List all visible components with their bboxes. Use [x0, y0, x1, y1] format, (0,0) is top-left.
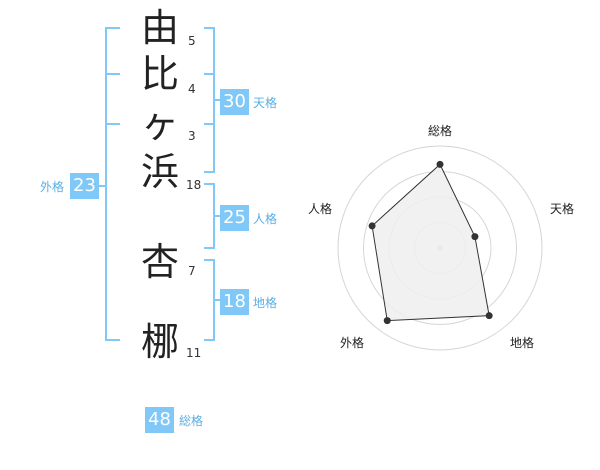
- stroke-count-1: 5: [188, 34, 196, 48]
- name-char-5: 杏: [140, 240, 179, 284]
- jinkaku-value: 25: [220, 205, 249, 231]
- gaikaku-bracket: [105, 27, 120, 341]
- radar-label-soukaku: 総格: [428, 124, 453, 138]
- radar-point-0: [436, 160, 444, 168]
- radar-point-2: [485, 312, 493, 320]
- stroke-count-3: 3: [188, 129, 196, 143]
- name-char-2: 比: [140, 52, 179, 96]
- stroke-count-2: 4: [188, 82, 196, 96]
- name-char-1: 由: [140, 6, 179, 50]
- name-char-4: 浜: [140, 150, 179, 194]
- radar-label-gaikaku: 外格: [340, 336, 365, 350]
- gaikaku-value: 23: [70, 173, 99, 199]
- radar-label-chikaku: 地格: [510, 336, 535, 350]
- radar-point-3: [383, 317, 391, 325]
- fortune-radar-chart: [337, 145, 543, 351]
- radar-grid-ring: [337, 145, 543, 351]
- tenkaku-bracket: [204, 27, 215, 173]
- radar-point-1: [471, 233, 479, 241]
- chikaku-value: 18: [220, 289, 249, 315]
- tenkaku-value: 30: [220, 89, 249, 115]
- jinkaku-label: 人格: [253, 212, 278, 226]
- radar-point-4: [368, 222, 376, 230]
- radar-shape: [371, 163, 490, 322]
- soukaku-value: 48: [145, 407, 174, 433]
- name-char-6: 梛: [140, 320, 179, 364]
- soukaku-label: 総格: [179, 414, 204, 428]
- stroke-count-4: 18: [186, 178, 202, 192]
- tenkaku-label: 天格: [253, 96, 278, 110]
- radar-label-jinkaku: 人格: [308, 202, 333, 216]
- chikaku-label: 地格: [253, 296, 278, 310]
- stroke-count-5: 7: [188, 264, 196, 278]
- gaikaku-label: 外格: [40, 180, 65, 194]
- radar-label-tenkaku: 天格: [550, 202, 575, 216]
- chikaku-bracket: [204, 259, 215, 341]
- jinkaku-bracket: [204, 183, 215, 249]
- stroke-count-6: 11: [186, 346, 202, 360]
- name-char-3: ヶ: [140, 102, 179, 146]
